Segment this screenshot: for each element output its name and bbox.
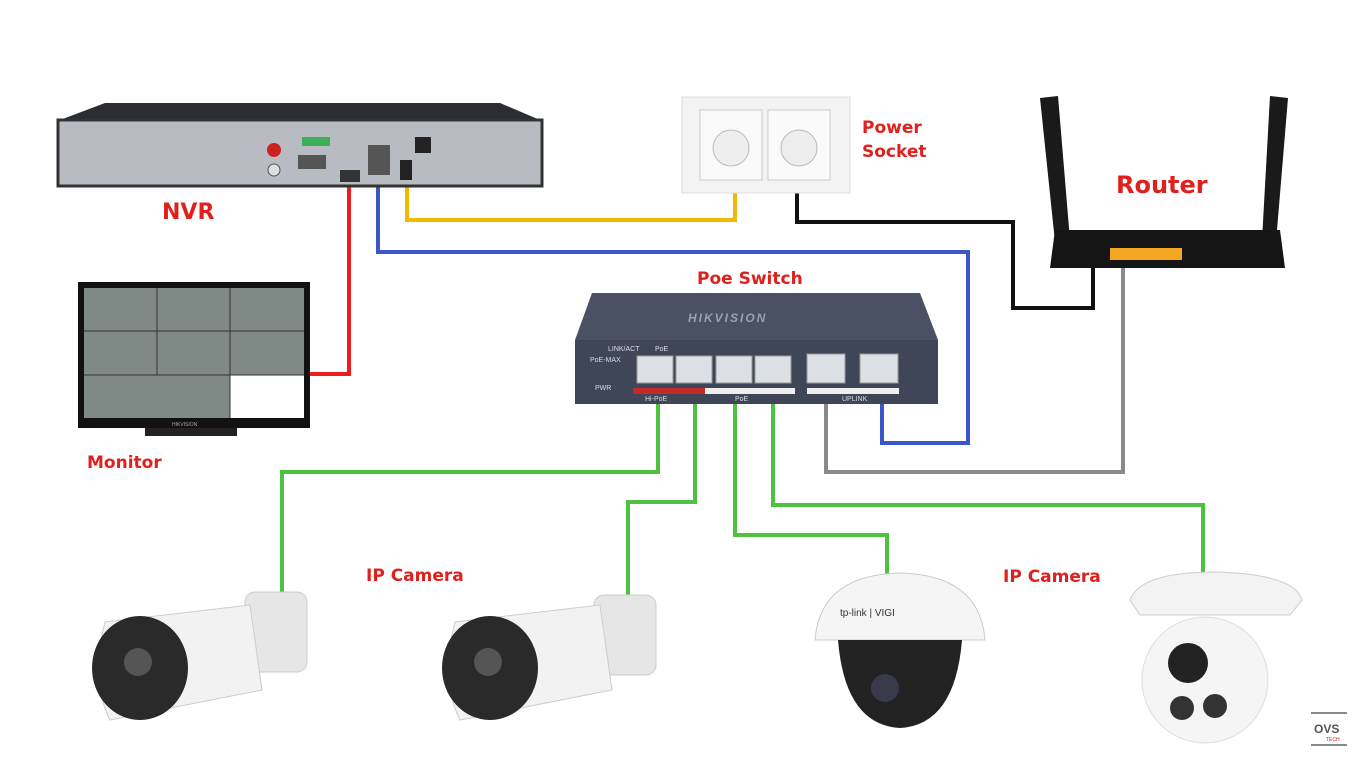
uplink-port-1[interactable] [806,353,846,384]
ip-camera-label-right: IP Camera [1003,567,1101,587]
poe-port-2[interactable] [675,355,713,384]
poe-port-1[interactable] [636,355,674,384]
poe-switch-device: HIKVISION LINK/ACT PoE PoE-MAX PWR Hi-Po… [575,293,938,404]
nvr-label: NVR [162,200,214,225]
hi-poe-label: Hi-PoE [645,396,668,403]
switch-brand: HIKVISION [688,311,767,325]
router-power-cable [795,150,1095,310]
camera4-cable [771,372,1205,575]
router-label: Router [1116,171,1208,199]
uplink-port-2[interactable] [859,353,899,384]
logo-sub: TECH [1326,737,1340,743]
nvr-lan-cable [376,165,970,445]
power-socket [681,96,851,194]
dome-camera: tp-link | VIGI [814,572,986,728]
pwr-label: PWR [595,385,611,392]
power-socket-label-line1: Power [862,118,922,138]
logo-main: OVS [1314,722,1339,736]
monitor-label: Monitor [87,453,162,473]
camera1-cable [280,372,660,595]
uplink-label: UPLINK [842,396,868,403]
poe-indicator-label: PoE [655,346,669,353]
turret-camera [1129,571,1303,744]
poe-port-3[interactable] [715,355,753,384]
monitor-device: HIKVISION [78,282,310,436]
link-act-label: LINK/ACT [608,346,640,353]
camera2-cable [626,372,697,600]
power-socket-label-line2: Socket [862,142,927,162]
poe-switch-label: Poe Switch [697,269,803,289]
ip-camera-label-left: IP Camera [366,566,464,586]
poe-max-label: PoE-MAX [590,357,621,364]
nvr-device [56,103,544,188]
hdmi-cable [305,180,351,376]
dome-camera-brand: tp-link | VIGI [840,608,895,619]
monitor-brand: HIKVISION [172,422,198,428]
ovs-tech-logo: OVS TECH [1311,712,1347,746]
bullet-camera-1 [92,591,308,721]
router-uplink-cable [824,262,1125,474]
bullet-camera-2 [442,594,657,721]
poe-group-label: PoE [735,396,749,403]
router-device [1040,96,1288,268]
poe-port-4[interactable] [754,355,792,384]
camera3-cable [733,372,889,575]
